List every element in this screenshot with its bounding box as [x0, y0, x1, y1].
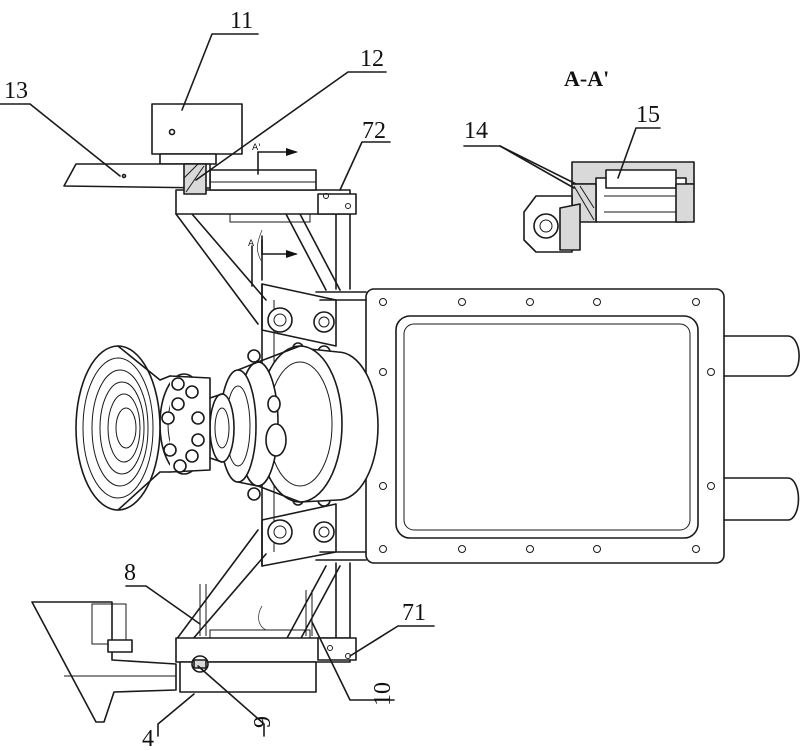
- callout-10: 10: [370, 682, 396, 706]
- section-title: A-A': [564, 66, 609, 91]
- callout-14: 14: [464, 118, 488, 144]
- upper-pin: [184, 164, 206, 194]
- section-mark-upper: A': [252, 143, 261, 153]
- callout-12: 12: [360, 46, 384, 72]
- callout-8: 8: [124, 560, 136, 586]
- lower-wedge-block: [32, 602, 176, 722]
- callout-15: 15: [636, 102, 660, 128]
- upper-arms: [176, 214, 340, 324]
- rotary-assembly: [210, 346, 378, 502]
- callout-4: 4: [142, 726, 154, 751]
- callout-72: 72: [362, 118, 386, 144]
- callout-11: 11: [230, 8, 253, 34]
- bolted-flange: [160, 374, 210, 474]
- section-arrow-lower: A: [248, 236, 298, 258]
- section-mark-lower: A: [248, 239, 255, 249]
- lower-platform: [176, 630, 356, 692]
- callout-13: 13: [4, 78, 28, 104]
- callout-71: 71: [402, 600, 426, 626]
- housing-box: [366, 289, 724, 563]
- section-view: A-A': [524, 66, 694, 252]
- outlet-pipes: [724, 336, 799, 520]
- upper-sensor-block: [152, 104, 242, 164]
- horn-bell: [76, 346, 170, 510]
- callout-9: 9: [250, 716, 276, 728]
